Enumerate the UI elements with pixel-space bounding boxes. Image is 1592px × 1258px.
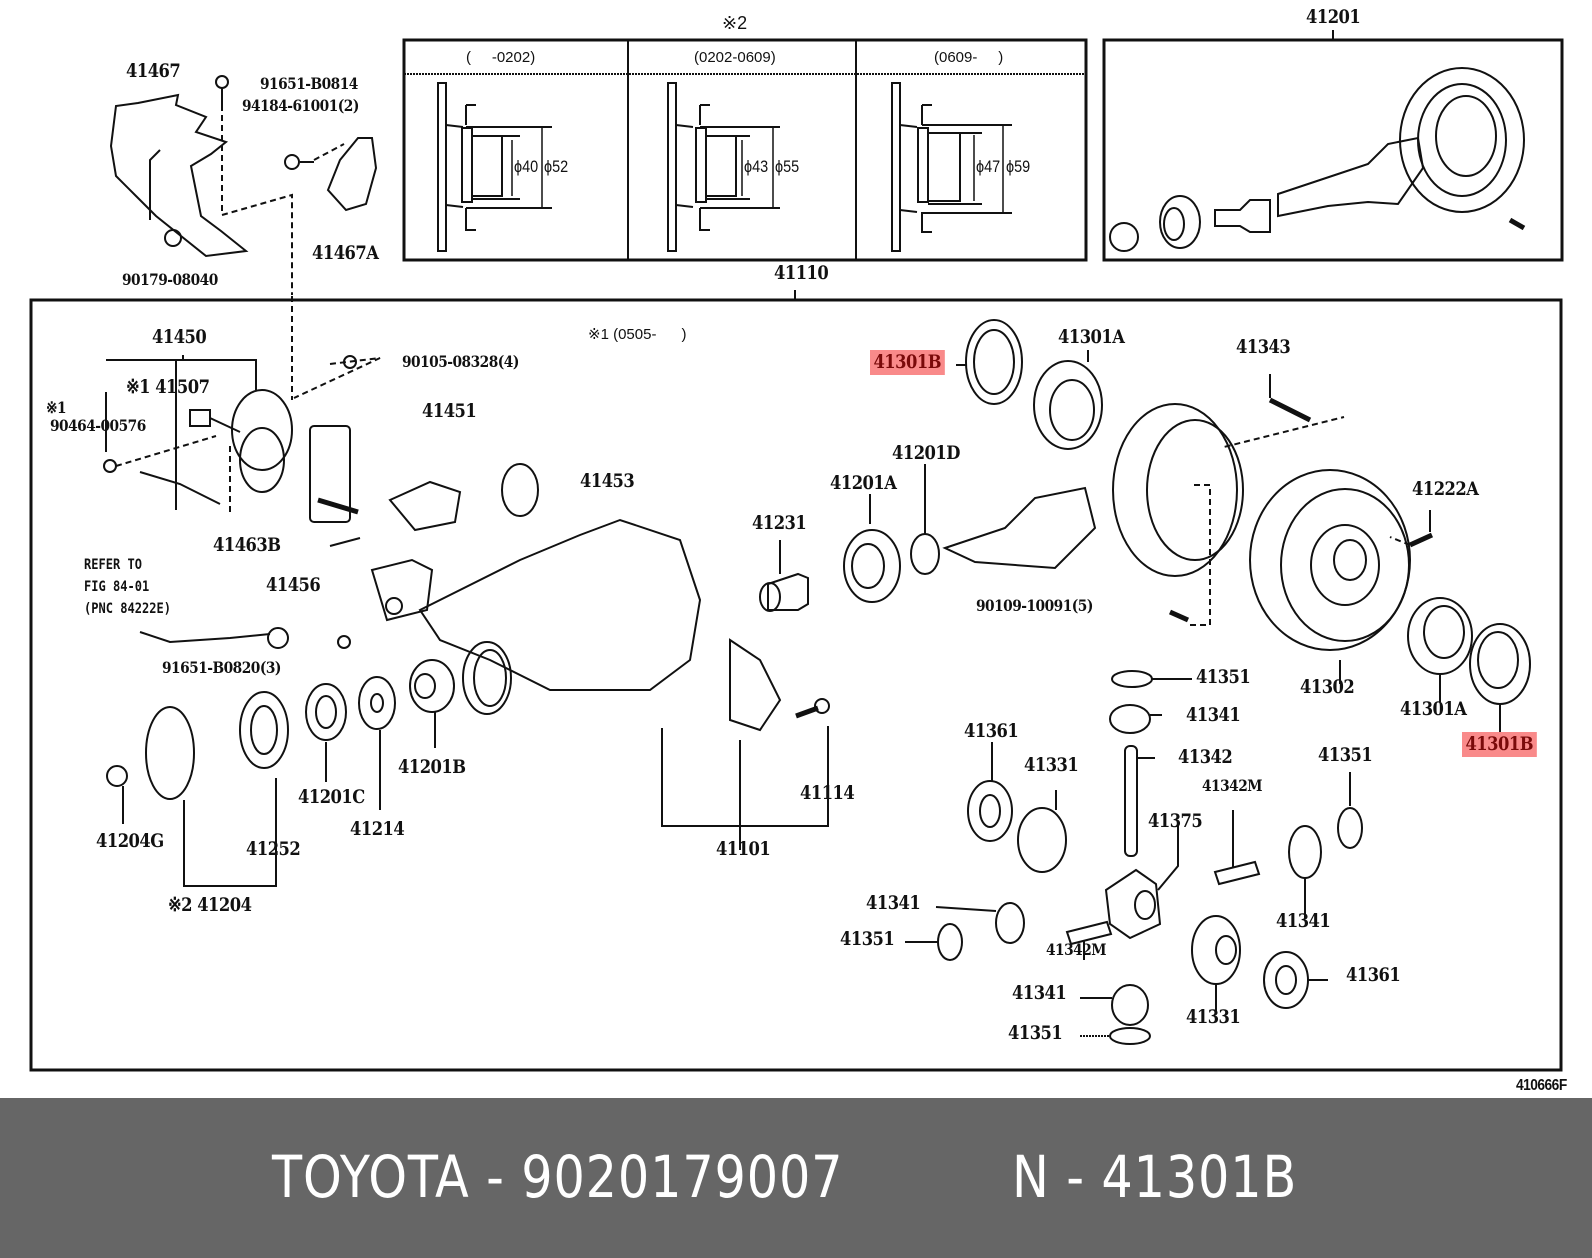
part-label-41351-top[interactable]: 41351	[1196, 666, 1251, 688]
part-label-90109-10091[interactable]: 90109-10091(5)	[976, 596, 1093, 615]
differential-internals-drawing	[905, 670, 1363, 1045]
part-label-41467a[interactable]: 41467A	[312, 242, 379, 264]
part-label-90105-08328[interactable]: 90105-08328(4)	[402, 352, 519, 371]
variant-inner-dia-2: ϕ43	[744, 157, 769, 176]
part-label-41201[interactable]: 41201	[1306, 6, 1361, 28]
refer-note-line-3: (PNC 84222E)	[84, 601, 171, 617]
variant-drawing-1	[437, 82, 552, 252]
part-label-90464-00576[interactable]: 90464-00576	[50, 416, 146, 435]
carrier-housing-drawing	[418, 518, 830, 850]
part-label-41222a[interactable]: 41222A	[1412, 478, 1479, 500]
actuator-drawing	[103, 355, 539, 649]
part-label-41331-right[interactable]: 41331	[1186, 1006, 1241, 1028]
main-assembly-frame	[29, 290, 1563, 1072]
variant-inner-dia-1: ϕ40	[514, 157, 539, 176]
variant-period-3: (0609- )	[934, 49, 1004, 66]
part-label-41301a[interactable]: 41301A	[1058, 326, 1125, 348]
variant-period-1: ( -0202)	[466, 49, 536, 66]
part-label-41450[interactable]: 41450	[152, 326, 207, 348]
part-label-41342m-right[interactable]: 41342M	[1202, 776, 1263, 795]
part-label-41343[interactable]: 41343	[1236, 336, 1291, 358]
part-label-41204g[interactable]: 41204G	[96, 830, 164, 852]
diagram-drawing	[29, 30, 1564, 1072]
footer-bar: TOYOTA - 9020179007 N - 41301B	[0, 1098, 1592, 1258]
part-label-41341-bottom[interactable]: 41341	[1012, 982, 1067, 1004]
clip-mark: ※1	[46, 398, 67, 417]
part-label-41114[interactable]: 41114	[800, 782, 855, 804]
part-label-41341-left[interactable]: 41341	[866, 892, 921, 914]
part-label-91651-b0820[interactable]: 91651-B0820(3)	[162, 658, 281, 677]
part-label-41204[interactable]: ※2 41204	[168, 894, 252, 916]
part-label-41342m-left[interactable]: 41342M	[1046, 940, 1107, 959]
differential-case-drawing	[1112, 374, 1531, 732]
inset-variant-title: ※2	[722, 13, 748, 33]
variant-period-2: (0202-0609)	[694, 49, 776, 66]
part-label-41301b-right-highlighted[interactable]: 41301B	[1462, 732, 1537, 757]
part-label-41231[interactable]: 41231	[752, 512, 807, 534]
part-label-41342[interactable]: 41342	[1178, 746, 1233, 768]
part-label-41361-right[interactable]: 41361	[1346, 964, 1401, 986]
footer-reference-number: N - 41301B	[1012, 1143, 1298, 1211]
part-label-41214[interactable]: 41214	[350, 818, 405, 840]
part-label-41351-right[interactable]: 41351	[1318, 744, 1373, 766]
part-label-41463b[interactable]: 41463B	[213, 534, 281, 556]
part-label-41201b[interactable]: 41201B	[398, 756, 466, 778]
assembly-note: ※1 (0505- )	[588, 326, 687, 343]
part-label-41301a-right[interactable]: 41301A	[1400, 698, 1467, 720]
part-label-41341-right[interactable]: 41341	[1276, 910, 1331, 932]
footer-brand-part-number: TOYOTA - 9020179007	[272, 1143, 844, 1211]
part-label-41201a[interactable]: 41201A	[830, 472, 897, 494]
part-label-41201c[interactable]: 41201C	[298, 786, 365, 808]
figure-code: 410666F	[1516, 1077, 1567, 1094]
flange-bearing-drawing	[106, 659, 455, 887]
part-label-41507[interactable]: ※1 41507	[126, 376, 210, 398]
variant-inner-dia-3: ϕ47	[976, 157, 1001, 176]
part-label-41252[interactable]: 41252	[246, 838, 301, 860]
refer-note-line-2: FIG 84-01	[84, 579, 150, 595]
part-label-41456[interactable]: 41456	[266, 574, 321, 596]
variant-outer-dia-2: ϕ55	[775, 157, 800, 176]
part-label-41302[interactable]: 41302	[1300, 676, 1355, 698]
gear-kit-inset-box	[1102, 30, 1564, 262]
part-label-41375[interactable]: 41375	[1148, 810, 1203, 832]
variant-outer-dia-3: ϕ59	[1006, 157, 1031, 176]
part-label-41361-left[interactable]: 41361	[964, 720, 1019, 742]
part-label-41331-left[interactable]: 41331	[1024, 754, 1079, 776]
part-label-41301b-highlighted[interactable]: 41301B	[870, 350, 945, 375]
variant-drawing-2	[667, 82, 780, 252]
part-label-41341-top[interactable]: 41341	[1186, 704, 1241, 726]
part-label-90179-08040[interactable]: 90179-08040	[122, 270, 218, 289]
part-label-41351-bottom[interactable]: 41351	[1008, 1022, 1063, 1044]
variant-drawing-3	[891, 82, 1012, 252]
part-label-41101[interactable]: 41101	[716, 838, 771, 860]
part-label-41351-left[interactable]: 41351	[840, 928, 895, 950]
bracket-drawing	[109, 75, 378, 295]
part-label-41451[interactable]: 41451	[422, 400, 477, 422]
variant-outer-dia-1: ϕ52	[544, 157, 569, 176]
part-label-41201d[interactable]: 41201D	[892, 442, 960, 464]
inset-variant-box	[402, 38, 1088, 262]
parts-diagram: ※2 ( -0202) (0202-0609) (0609- ) ϕ40 ϕ52…	[29, 6, 1568, 1094]
part-label-94184-61001[interactable]: 94184-61001(2)	[242, 96, 359, 115]
part-label-41467[interactable]: 41467	[126, 60, 181, 82]
pinion-drawing	[759, 319, 1103, 612]
part-label-91651-b0814[interactable]: 91651-B0814	[260, 74, 358, 93]
refer-note-line-1: REFER TO	[84, 557, 142, 573]
part-label-41453[interactable]: 41453	[580, 470, 635, 492]
part-label-41110[interactable]: 41110	[774, 262, 829, 284]
